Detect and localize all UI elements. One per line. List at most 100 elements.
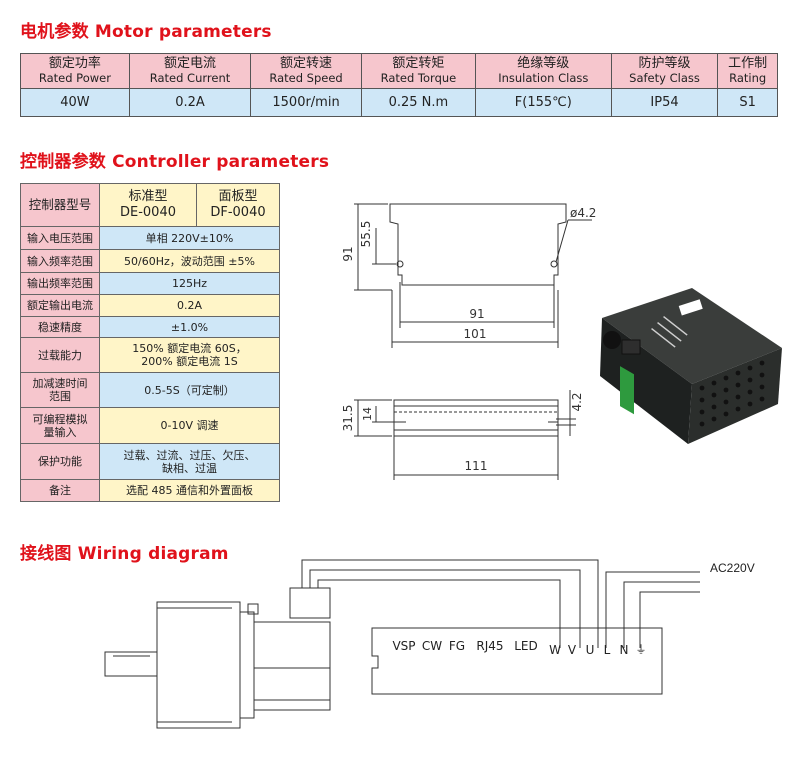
table-row: 可编程模拟量输入 0-10V 调速 bbox=[20, 407, 280, 444]
header-zh: 额定功率 bbox=[48, 56, 101, 71]
ac220v-label: AC220V bbox=[710, 561, 755, 575]
terminal-cw: CW bbox=[422, 639, 442, 653]
row-value: 0.5-5S（可定制） bbox=[99, 372, 280, 408]
value-rated-speed: 1500r/min bbox=[250, 88, 362, 117]
dim-label-101: 101 bbox=[464, 327, 487, 341]
row-label: 稳速精度 bbox=[20, 316, 100, 338]
dim-label-111: 111 bbox=[465, 459, 488, 473]
table-row: 输入电压范围 单相 220V±10% bbox=[20, 226, 280, 250]
controller-top-face bbox=[602, 288, 782, 384]
row-label: 输入电压范围 bbox=[20, 226, 100, 250]
motor-value-row: 40W 0.2A 1500r/min 0.25 N.m F(155℃) IP54… bbox=[20, 88, 778, 117]
dim-label-14: 14 bbox=[361, 407, 374, 421]
row-label: 备注 bbox=[20, 479, 100, 502]
model-code: DF-0040 bbox=[210, 205, 266, 220]
wiring-section-title: 接线图 Wiring diagram bbox=[20, 544, 229, 564]
dim-label-4-2: 4.2 bbox=[570, 392, 584, 411]
dim-label-91-width: 91 bbox=[469, 307, 484, 321]
motor-flange bbox=[239, 611, 255, 719]
label-line: 量输入 bbox=[43, 425, 77, 439]
header-en: Rated Current bbox=[149, 71, 231, 85]
value-rated-torque: 0.25 N.m bbox=[360, 88, 476, 117]
header-zh: 额定电流 bbox=[164, 56, 217, 71]
terminal-rj45: RJ45 bbox=[476, 639, 503, 653]
ground-icon: ⏚ bbox=[636, 643, 647, 656]
dim-label-55-5: 55.5 bbox=[359, 221, 373, 248]
model-code: DE-0040 bbox=[120, 205, 176, 220]
header-zh: 防护等级 bbox=[638, 56, 691, 71]
row-label: 输入频率范围 bbox=[20, 249, 100, 273]
header-en: Safety Class bbox=[629, 71, 700, 85]
header-en: Rated Power bbox=[38, 71, 111, 85]
controller-product-image bbox=[600, 288, 782, 444]
dim-label-31-5: 31.5 bbox=[341, 405, 355, 432]
label-line: 可编程模拟 bbox=[32, 412, 88, 426]
header-en: Rated Speed bbox=[269, 71, 343, 85]
table-row: 备注 选配 485 通信和外置面板 bbox=[20, 479, 280, 502]
motor-body bbox=[254, 621, 331, 711]
controller-side-face bbox=[688, 348, 782, 444]
terminal-l: L bbox=[604, 643, 611, 657]
row-value: 0-10V 调速 bbox=[99, 407, 280, 444]
row-value: 选配 485 通信和外置面板 bbox=[99, 479, 280, 502]
model-type: 面板型 bbox=[218, 189, 258, 204]
dimension-drawing: 91 55.5 ø4.2 91 101 31.5 14 4.2 111 bbox=[341, 203, 596, 480]
table-row: 过载能力 150% 额定电流 60S，200% 额定电流 1S bbox=[20, 337, 280, 373]
header-zh: 额定转矩 bbox=[392, 56, 445, 71]
controller-section-title: 控制器参数 Controller parameters bbox=[20, 152, 330, 172]
vent-holes bbox=[699, 360, 765, 427]
header-en: Rated Torque bbox=[380, 71, 457, 85]
terminal-fg: FG bbox=[449, 639, 465, 653]
speed-knob-icon bbox=[603, 331, 621, 349]
model-type: 标准型 bbox=[128, 189, 168, 204]
table-row: 加减速时间范围 0.5-5S（可定制） bbox=[20, 372, 280, 408]
terminal-v: V bbox=[568, 643, 577, 657]
dim-label-hole-diameter: ø4.2 bbox=[570, 206, 596, 220]
table-row: 输入频率范围 50/60Hz，波动范围 ±5% bbox=[20, 249, 280, 273]
dim-label-91-height: 91 bbox=[341, 246, 355, 261]
value-line: 150% 额定电流 60S， bbox=[132, 342, 247, 355]
terminal-vsp: VSP bbox=[392, 639, 415, 653]
value-insulation-class: F(155℃) bbox=[474, 88, 612, 117]
header-model-label: 控制器型号 bbox=[20, 183, 100, 227]
wiring-diagram: AC220V VSP CW FG RJ45 LED W V U L N ⏚ bbox=[104, 559, 755, 729]
controller-terminal-block bbox=[371, 627, 663, 695]
table-row: 输出频率范围 125Hz bbox=[20, 272, 280, 295]
motor-gearhead bbox=[156, 601, 241, 729]
mount-hole-left bbox=[396, 260, 404, 268]
value-safety-class: IP54 bbox=[610, 88, 719, 117]
header-zh: 工作制 bbox=[728, 56, 768, 71]
row-value: 150% 额定电流 60S，200% 额定电流 1S bbox=[99, 337, 280, 373]
motor-section-title: 电机参数 Motor parameters bbox=[20, 22, 272, 42]
row-label: 加减速时间范围 bbox=[20, 372, 100, 408]
header-en: Rating bbox=[729, 71, 767, 85]
row-label: 输出频率范围 bbox=[20, 272, 100, 295]
row-value: 125Hz bbox=[99, 272, 280, 295]
row-label: 过载能力 bbox=[20, 337, 100, 373]
value-rated-current: 0.2A bbox=[128, 88, 252, 117]
header-zh: 额定转速 bbox=[280, 56, 333, 71]
terminal-w: W bbox=[549, 643, 561, 657]
terminal-u: U bbox=[586, 643, 595, 657]
controller-front-outline bbox=[389, 203, 567, 286]
terminal-n: N bbox=[620, 643, 629, 657]
value-rated-power: 40W bbox=[20, 88, 130, 117]
row-label: 可编程模拟量输入 bbox=[20, 407, 100, 444]
table-row: 额定输出电流 0.2A bbox=[20, 294, 280, 317]
terminal-led: LED bbox=[514, 639, 538, 653]
label-line: 范围 bbox=[49, 390, 71, 403]
label-line: 加减速时间 bbox=[32, 377, 88, 390]
value-line: 过载、过流、过压、欠压、 bbox=[123, 448, 256, 462]
table-row: 稳速精度 ±1.0% bbox=[20, 316, 280, 338]
